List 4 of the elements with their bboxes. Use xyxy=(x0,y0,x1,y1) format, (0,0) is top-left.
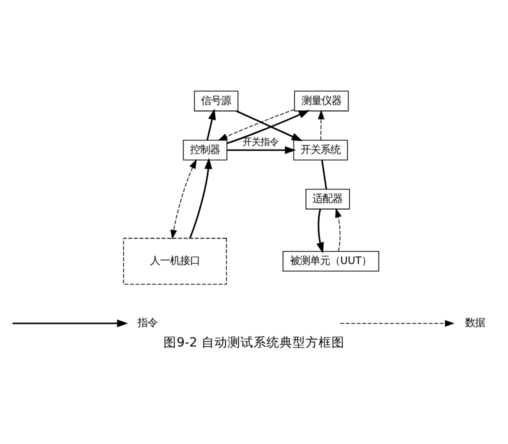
edge-label: 开关指令 xyxy=(242,136,278,148)
legend-label: 数据 xyxy=(464,316,485,329)
caption: 图9-2 自动测试系统典型方框图 xyxy=(164,334,344,350)
legend-label: 指令 xyxy=(137,316,158,329)
